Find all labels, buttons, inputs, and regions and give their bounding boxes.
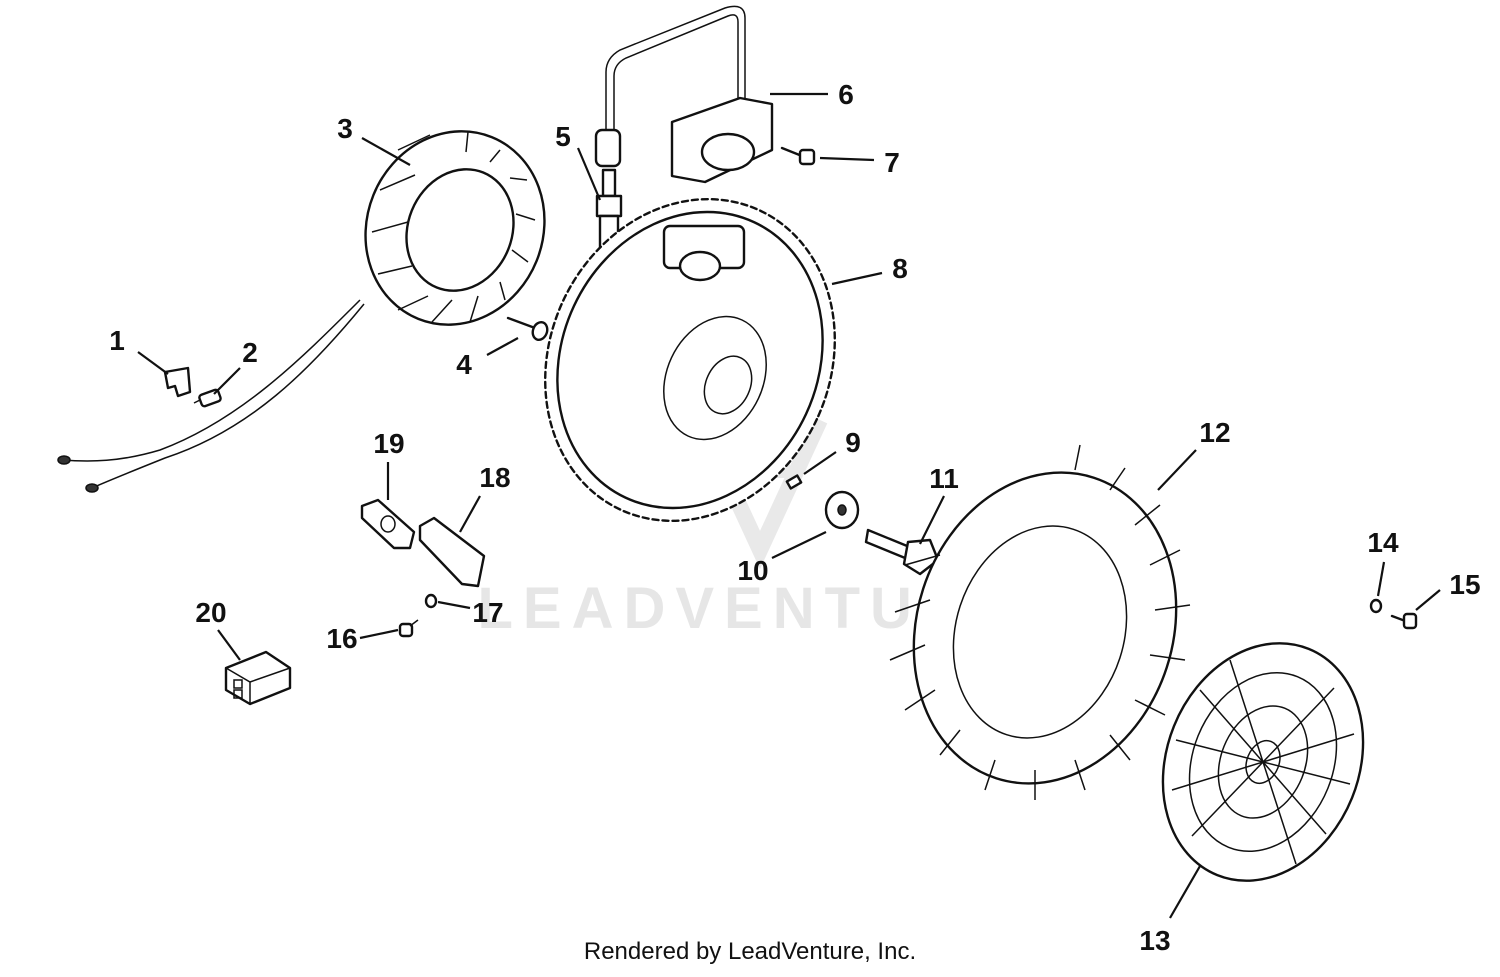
callout-20: 20 <box>195 597 226 628</box>
part-8-flywheel <box>544 197 836 523</box>
part-1-clip <box>163 366 192 398</box>
callout-2: 2 <box>242 337 258 368</box>
callout-14: 14 <box>1367 527 1399 558</box>
callout-5: 5 <box>555 121 571 152</box>
callout-numbers: 1 2 3 4 5 6 7 8 9 10 11 12 13 14 15 16 1… <box>109 79 1480 956</box>
part-19-gasket <box>360 498 416 550</box>
part-6-ignition-module <box>605 5 774 184</box>
part-16-screw <box>398 619 419 638</box>
part-5-spark-plug <box>594 128 623 250</box>
part-17-washer <box>424 593 438 609</box>
callout-17: 17 <box>472 597 503 628</box>
callout-4: 4 <box>456 349 472 380</box>
callout-6: 6 <box>838 79 854 110</box>
stator-lead-wires <box>57 299 365 493</box>
part-18-rectifier <box>418 516 486 588</box>
callout-1: 1 <box>109 325 125 356</box>
callout-10: 10 <box>737 555 768 586</box>
callout-9: 9 <box>845 427 861 458</box>
callout-13: 13 <box>1139 925 1170 956</box>
part-14-washer <box>1369 598 1383 614</box>
leader-lines <box>137 92 1441 919</box>
callout-16: 16 <box>326 623 357 654</box>
part-13-screen <box>1161 642 1365 882</box>
callout-11: 11 <box>929 463 959 494</box>
part-4-screw <box>506 316 549 341</box>
part-9-key <box>785 474 803 490</box>
callout-19: 19 <box>373 428 404 459</box>
callout-12: 12 <box>1199 417 1230 448</box>
render-credit-footer: Rendered by LeadVenture, Inc. <box>583 938 917 965</box>
callout-15: 15 <box>1449 569 1480 600</box>
part-11-bolt <box>864 528 940 576</box>
callout-3: 3 <box>337 113 353 144</box>
part-7-bolt <box>780 146 816 166</box>
callout-18: 18 <box>479 462 510 493</box>
part-12-fan <box>889 444 1191 800</box>
part-10-washer <box>824 490 860 530</box>
part-20-connector <box>224 650 292 706</box>
part-15-screw <box>1390 612 1418 630</box>
callout-7: 7 <box>884 147 900 178</box>
part-3-stator <box>364 130 546 326</box>
callout-8: 8 <box>892 253 908 284</box>
